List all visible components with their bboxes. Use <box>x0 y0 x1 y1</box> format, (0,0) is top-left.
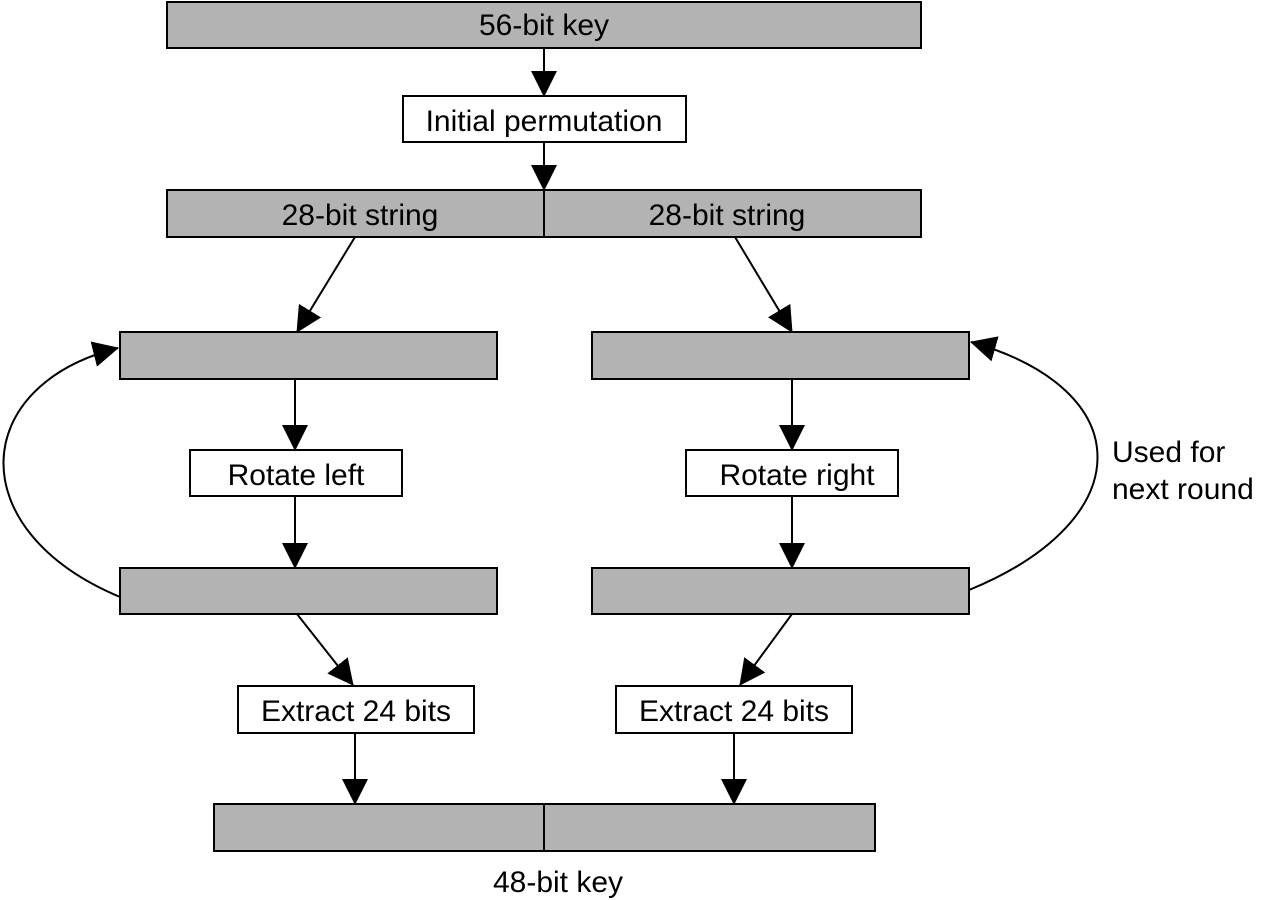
arrow-left-to-extract <box>296 613 354 686</box>
arrow-left-string-down <box>296 236 356 333</box>
left-register-bottom <box>119 567 498 615</box>
arrow-right-to-extract <box>739 613 793 686</box>
initial-permutation-box: Initial permutation <box>402 95 687 143</box>
rotate-left-label: Rotate left <box>228 459 365 492</box>
right-register-bottom <box>591 567 970 615</box>
extract-right-box: Extract 24 bits <box>615 685 853 734</box>
key-56-box: 56-bit key <box>166 1 922 49</box>
initial-permutation-label: Initial permutation <box>426 105 663 138</box>
arrow-right-string-down <box>734 236 793 333</box>
key-48-label: 48-bit key <box>493 866 623 899</box>
used-for-next-round-line1: Used for <box>1112 436 1225 469</box>
left-register-top <box>119 331 498 380</box>
rotate-right-label: Rotate right <box>719 459 875 492</box>
right-register-top <box>591 331 970 380</box>
rotate-left-box: Rotate left <box>189 449 403 497</box>
extract-left-label: Extract 24 bits <box>261 695 451 728</box>
string-left-label: 28-bit string <box>282 199 439 232</box>
used-for-next-round-line2: next round <box>1112 473 1254 506</box>
key-56-label: 56-bit key <box>479 9 609 42</box>
key-48-box <box>213 803 876 852</box>
feedback-loop-left <box>2 341 121 598</box>
extract-right-label: Extract 24 bits <box>639 695 829 728</box>
feedback-loop-right <box>968 336 1099 591</box>
split-strings-box: 28-bit string 28-bit string <box>166 189 922 238</box>
string-right-label: 28-bit string <box>649 199 806 232</box>
extract-left-box: Extract 24 bits <box>237 685 475 734</box>
rotate-right-box: Rotate right <box>685 449 899 497</box>
